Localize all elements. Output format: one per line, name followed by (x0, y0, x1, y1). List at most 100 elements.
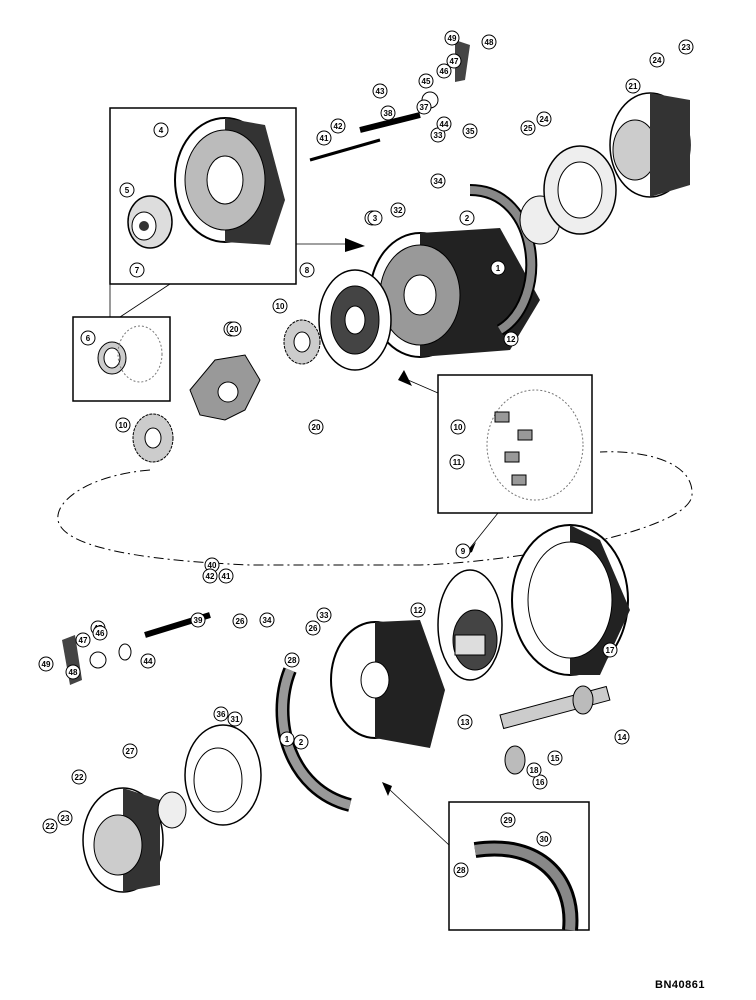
callout-label: 49 (448, 34, 457, 43)
callout-label: 42 (334, 122, 343, 131)
callout-label: 21 (629, 82, 638, 91)
callout-48: 48 (481, 34, 497, 50)
callout-label: 42 (206, 572, 215, 581)
pinion-gear-10-upper (283, 319, 321, 365)
callout-49: 49 (38, 656, 54, 672)
callout-17: 17 (602, 642, 618, 658)
callout-label: 27 (126, 747, 135, 756)
callout-3: 3 (367, 210, 383, 226)
callout-8: 8 (299, 262, 315, 278)
callout-2: 2 (459, 210, 475, 226)
callout-label: 4 (159, 126, 164, 135)
ring-gear-16 (511, 524, 630, 676)
hub-inset (127, 195, 173, 249)
carrier-9 (437, 569, 503, 681)
callout-24: 24 (649, 52, 665, 68)
callout-48: 48 (65, 664, 81, 680)
callout-label: 47 (450, 57, 459, 66)
callout-18: 18 (526, 762, 542, 778)
callout-label: 1 (285, 735, 290, 744)
callout-34: 34 (430, 173, 446, 189)
callout-13: 13 (457, 714, 473, 730)
callout-label: 30 (540, 835, 549, 844)
callout-12: 12 (503, 331, 519, 347)
callout-label: 44 (440, 120, 449, 129)
callout-label: 23 (682, 43, 691, 52)
callout-43: 43 (372, 83, 388, 99)
part-callouts: 1234567810101011121314151617181920212222… (38, 30, 694, 878)
figure-reference-code: BN40861 (655, 979, 705, 991)
spider-20 (189, 354, 261, 421)
callout-21: 21 (625, 78, 641, 94)
callout-label: 28 (288, 656, 297, 665)
callout-45: 45 (418, 73, 434, 89)
inset-box-drum (109, 107, 365, 285)
callout-42: 42 (202, 568, 218, 584)
callout-37: 37 (416, 99, 432, 115)
callout-41: 41 (316, 130, 332, 146)
callout-15: 15 (547, 750, 563, 766)
callout-label: 9 (461, 547, 466, 556)
seal-ring-27 (157, 791, 187, 829)
callout-label: 8 (305, 266, 310, 275)
callout-34: 34 (259, 612, 275, 628)
callout-28: 28 (284, 652, 300, 668)
callout-label: 18 (530, 766, 539, 775)
callout-10: 10 (115, 417, 131, 433)
callout-26: 26 (232, 613, 248, 629)
callout-23: 23 (678, 39, 694, 55)
callout-label: 49 (42, 660, 51, 669)
callout-label: 16 (536, 778, 545, 787)
callout-label: 46 (96, 629, 105, 638)
callout-4: 4 (153, 122, 169, 138)
shaft-14 (499, 685, 611, 775)
callout-label: 5 (125, 186, 130, 195)
callout-14: 14 (614, 729, 630, 745)
inset-box-lining (382, 782, 590, 931)
callout-label: 14 (618, 733, 627, 742)
callout-label: 2 (299, 738, 304, 747)
callout-32: 32 (390, 202, 406, 218)
callout-44: 44 (436, 116, 452, 132)
inset-box-hub (72, 283, 171, 402)
callout-label: 33 (320, 611, 329, 620)
callout-label: 45 (422, 77, 431, 86)
callout-label: 37 (420, 103, 429, 112)
callout-20: 20 (226, 321, 242, 337)
callout-27: 27 (122, 743, 138, 759)
callout-29: 29 (500, 812, 516, 828)
callout-label: 41 (320, 134, 329, 143)
flange-22-upper (609, 92, 691, 198)
callout-label: 35 (466, 127, 475, 136)
callout-label: 26 (236, 617, 245, 626)
brake-band-upper (469, 184, 538, 336)
callout-label: 24 (653, 56, 662, 65)
callout-label: 10 (454, 423, 463, 432)
housing-25-lower (184, 724, 262, 826)
callout-label: 22 (75, 773, 84, 782)
callout-label: 40 (208, 561, 217, 570)
callout-10: 10 (450, 419, 466, 435)
callout-label: 12 (414, 606, 423, 615)
callout-23: 23 (57, 810, 73, 826)
callout-49: 49 (444, 30, 460, 46)
callout-36: 36 (213, 706, 229, 722)
carrier-inset (486, 389, 584, 501)
callout-28: 28 (453, 862, 469, 878)
linkage-upper (309, 40, 470, 162)
callout-label: 1 (496, 264, 501, 273)
callout-label: 3 (373, 214, 378, 223)
callout-35: 35 (462, 123, 478, 139)
callout-label: 20 (230, 325, 239, 334)
callout-25: 25 (520, 120, 536, 136)
callout-label: 48 (485, 38, 494, 47)
callout-46: 46 (92, 625, 108, 641)
callout-label: 34 (263, 616, 272, 625)
callout-label: 34 (434, 177, 443, 186)
bearing-housing-25 (543, 145, 617, 235)
linkage-lower (62, 612, 211, 685)
callout-2: 2 (293, 734, 309, 750)
bushing-inset (97, 325, 163, 383)
callout-label: 22 (46, 822, 55, 831)
callout-1: 1 (279, 731, 295, 747)
